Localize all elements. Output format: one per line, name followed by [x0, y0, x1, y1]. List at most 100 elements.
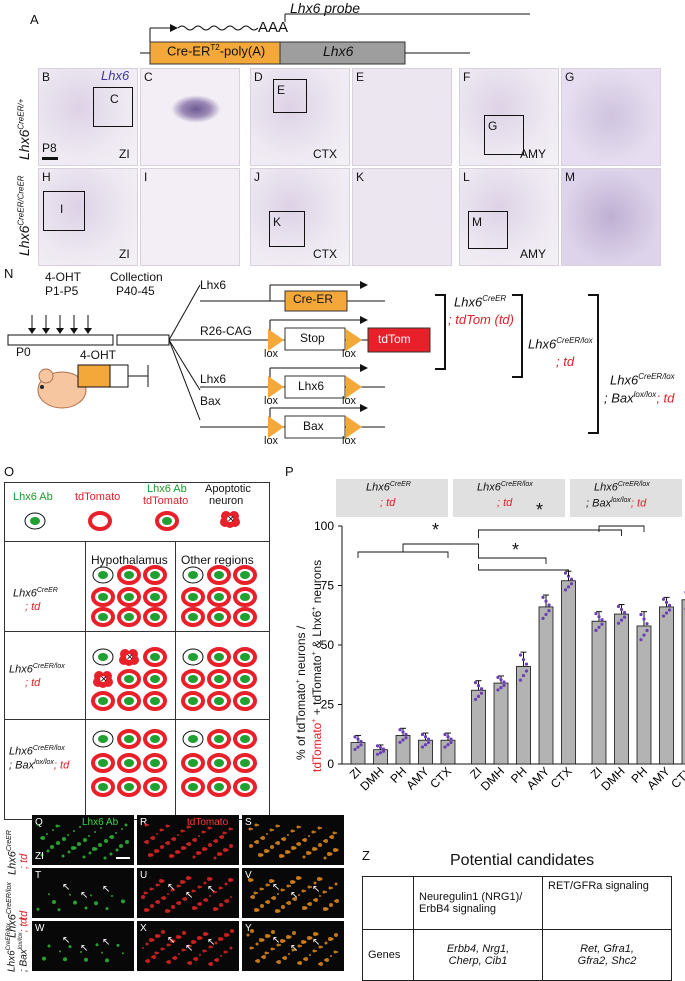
- ish-panel-E: E: [352, 68, 452, 166]
- arrow-icon: ↖: [290, 943, 298, 954]
- bax-exon-label: Bax: [303, 419, 324, 433]
- lox-label: lox: [342, 348, 357, 360]
- fluor-panel-V: V↖↖↖: [242, 868, 344, 918]
- fluor-signal: ↖ ↖ ↖: [36, 882, 125, 912]
- data-point: [664, 600, 669, 604]
- data-point: [639, 638, 643, 642]
- arrow-icon: ↖: [290, 890, 298, 901]
- data-point: [566, 585, 571, 589]
- cell-other: [182, 566, 204, 584]
- data-point: [499, 678, 503, 682]
- cell-other: [181, 669, 205, 689]
- data-point: [619, 607, 624, 612]
- oht2-label: 4-OHT: [80, 348, 116, 362]
- genotype3-bax: ; Baxlox/lox; td: [604, 390, 675, 406]
- arrow-icon: ↖: [62, 882, 70, 893]
- cell-other: [181, 691, 205, 711]
- data-point: [563, 588, 568, 592]
- data-point: [524, 662, 529, 666]
- data-point: [622, 610, 627, 615]
- fluor-signal: [248, 823, 339, 860]
- data-point: [645, 622, 649, 626]
- scale-bar: [42, 157, 58, 160]
- bar: [614, 613, 629, 765]
- inset-box-M: M: [468, 211, 508, 249]
- data-point: [642, 617, 646, 621]
- fluor-panel-W: W ↖ ↖ ↖: [32, 921, 134, 971]
- col1-header: Neuregulin1 (NRG1)/: [419, 891, 523, 903]
- cell-hyp: [143, 753, 167, 773]
- ish-panel-C: C: [140, 68, 240, 166]
- data-point: [353, 747, 357, 752]
- cell-hyp: [117, 691, 141, 711]
- cell-hyp: [117, 565, 141, 585]
- tdtom-label: tdTom: [378, 332, 411, 346]
- legend-both-cell: [155, 511, 179, 531]
- cell-other: [182, 730, 204, 748]
- data-point: [426, 740, 431, 745]
- inset-box-G: G: [484, 115, 524, 155]
- arrow-icon: ↖: [102, 884, 110, 895]
- data-point: [443, 745, 447, 749]
- stop-label: Stop: [300, 331, 325, 345]
- data-point: [479, 687, 484, 691]
- y-tick-label: 100: [314, 519, 334, 533]
- data-point: [423, 735, 428, 739]
- cell-hyp: [143, 669, 167, 689]
- data-point: [423, 743, 428, 747]
- arrow-icon: ↖: [62, 935, 70, 946]
- arrow-icon: ↖: [80, 943, 88, 954]
- cell-hyp: [117, 587, 141, 607]
- data-point: [378, 745, 383, 750]
- data-point: [547, 603, 551, 607]
- cell-hyp: [117, 607, 141, 627]
- data-point: [502, 680, 506, 684]
- panel-letter-N: N: [4, 266, 14, 281]
- cell-hyp: [92, 730, 114, 748]
- data-point: [356, 745, 360, 749]
- fluor-panel-T: T↖↖↖: [32, 868, 134, 918]
- bar: [516, 666, 531, 765]
- arrow-icon: ↖: [207, 884, 215, 895]
- data-point: [619, 618, 624, 622]
- data-point: [381, 747, 386, 751]
- cell-other: [181, 753, 205, 773]
- data-point: [541, 595, 545, 599]
- legend-apoptotic-cell: ✕: [220, 511, 240, 528]
- arrow-icon: ↖: [272, 935, 280, 946]
- data-point: [420, 732, 425, 737]
- significance-bracket: [478, 550, 547, 564]
- data-point: [544, 612, 548, 617]
- cell-other: [207, 729, 231, 749]
- cre-er-box-label: Cre-ERT2-poly(A): [167, 43, 266, 59]
- data-point: [544, 599, 548, 603]
- lox-label: lox: [342, 435, 357, 447]
- arrow-icon: ↖: [102, 937, 110, 948]
- significance-star: *: [536, 500, 544, 520]
- fluor-row3-genotype: Lhx6CreER/lox ; Baxlox/lox; td: [6, 918, 30, 972]
- cell-hyp: [91, 691, 115, 711]
- data-point: [398, 728, 402, 732]
- arrow-icon: ↖: [80, 890, 88, 901]
- x-tick-label: DMH: [357, 764, 386, 793]
- ish-panel-I: I: [140, 168, 240, 266]
- cell-diagram: ✕✕✕: [24, 511, 257, 797]
- svg-text:✕: ✕: [100, 674, 108, 684]
- cell-hyp: [117, 753, 141, 773]
- data-point: [443, 732, 447, 737]
- svg-text:✕: ✕: [227, 514, 235, 524]
- data-point: [426, 737, 431, 741]
- cell-other: [181, 607, 205, 627]
- data-point: [401, 730, 405, 734]
- significance-bracket: [478, 564, 569, 576]
- cell-other: [207, 647, 231, 667]
- data-point: [398, 740, 402, 744]
- data-point: [616, 604, 621, 609]
- fluor-signal: ↖↖↖: [248, 876, 339, 913]
- fluor-signal: ↖ ↖ ↖: [42, 935, 124, 963]
- data-point: [476, 694, 481, 698]
- panel-letter: W: [35, 923, 45, 934]
- panel-letter: U: [140, 870, 148, 881]
- data-point: [616, 621, 621, 625]
- channel-label: tdTomato: [187, 817, 229, 828]
